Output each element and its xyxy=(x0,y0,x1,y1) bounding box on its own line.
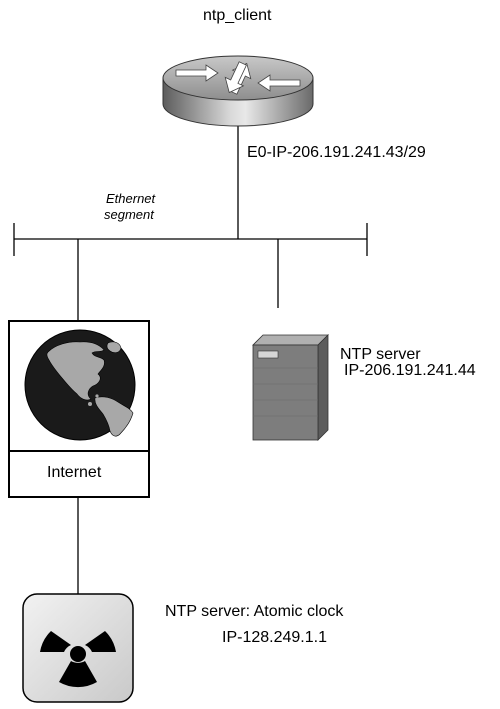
router-arrow-right xyxy=(175,64,219,82)
atomic-ntp-server-title: NTP server: Atomic clock xyxy=(165,603,344,620)
local-ntp-server-ip: IP-206.191.241.44 xyxy=(344,362,476,379)
connections xyxy=(13,122,368,594)
radiation-icon xyxy=(22,593,134,703)
radiation-blade-top-left xyxy=(40,631,78,652)
router-icon xyxy=(162,55,314,127)
segment-label-line1: Ethernet xyxy=(106,191,156,206)
router-arrow-left xyxy=(257,74,301,92)
server-tower-icon xyxy=(252,334,329,441)
radiation-center xyxy=(70,646,86,662)
radiation-blade-top-right xyxy=(85,631,116,652)
segment-label-line2: segment xyxy=(104,207,154,222)
local-ntp-server-title: NTP server xyxy=(340,346,421,363)
internet-label: Internet xyxy=(47,464,102,481)
globe-icon xyxy=(24,329,136,441)
radiation-blade-bottom xyxy=(59,661,97,688)
router-name: ntp_client xyxy=(203,7,272,24)
atomic-ntp-server-ip: IP-128.249.1.1 xyxy=(222,629,327,646)
router-arrow-down xyxy=(224,61,247,94)
router-interface-address: E0-IP-206.191.241.43/29 xyxy=(247,144,426,161)
